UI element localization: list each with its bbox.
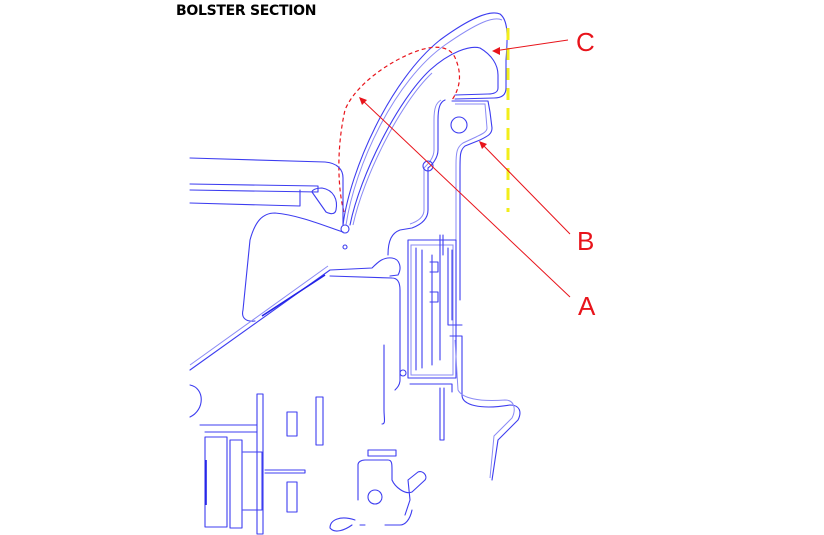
bolster-cap [342, 12, 508, 226]
callout-label-a: A [578, 291, 596, 321]
callout-line-c [493, 39, 569, 52]
lower-left-assembly [189, 384, 324, 535]
callout-label-b: B [577, 226, 595, 256]
callout-line-a [360, 98, 571, 298]
diagram-title: BOLSTER SECTION [176, 3, 317, 19]
bottom-latch [329, 449, 427, 532]
arrowhead-a-icon [359, 97, 367, 105]
callout-line-b [480, 142, 571, 235]
arrowhead-c-icon [492, 47, 500, 55]
arrowhead-b-icon [479, 141, 487, 149]
callout-lines [359, 39, 571, 298]
retaining-hook [387, 99, 493, 301]
center-mechanism [399, 234, 521, 481]
substrate-diagonal [189, 257, 401, 425]
bolster-dashed-outline [338, 46, 461, 213]
trim-panel [189, 157, 350, 322]
callout-label-c: C [576, 27, 595, 57]
